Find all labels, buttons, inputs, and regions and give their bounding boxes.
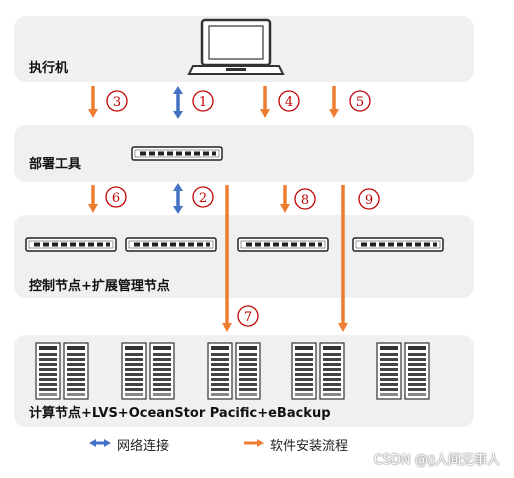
step-2-number: 2 (199, 191, 207, 206)
step-7-marker (237, 305, 259, 327)
deploy-server-icon (131, 146, 223, 161)
compute-tower-icon (208, 343, 260, 399)
step-1-marker (192, 90, 214, 112)
step-6-number: 6 (112, 191, 120, 206)
install-arrow-8 (280, 185, 290, 213)
control-server-icon (352, 237, 444, 252)
control-server-icon (25, 237, 117, 252)
step-9-number: 9 (365, 193, 373, 208)
legend-install-arrow (244, 439, 264, 447)
deploy-layer (14, 125, 474, 182)
install-arrow-7 (222, 185, 232, 332)
compute-tower-icon (122, 343, 174, 399)
compute-tower-icon (292, 343, 344, 399)
legend-network-arrow (89, 439, 111, 447)
control-server-icon (125, 237, 217, 252)
step-8-marker (294, 188, 316, 210)
install-arrow-9 (338, 185, 348, 332)
legend-network-label: 网络连接 (117, 439, 170, 454)
step-9-marker (358, 188, 380, 210)
executor-label: 执行机 (29, 61, 69, 76)
control-layer (14, 215, 474, 298)
step-5-number: 5 (356, 95, 364, 110)
compute-tower-icon (377, 343, 429, 399)
control-server-icon (237, 237, 329, 252)
install-arrow-3 (88, 86, 98, 118)
watermark: CSDN @▯人间无事人 (373, 453, 500, 468)
step-4-marker (278, 90, 300, 112)
install-arrow-4 (260, 86, 270, 118)
deploy-label: 部署工具 (29, 157, 82, 172)
install-arrow-6 (88, 185, 98, 213)
step-1-number: 1 (199, 95, 207, 110)
step-8-number: 8 (301, 193, 309, 208)
step-3-marker (106, 90, 128, 112)
step-2-marker (192, 186, 214, 208)
legend-install-label: 软件安装流程 (270, 439, 349, 454)
compute-tower-icon (36, 343, 88, 399)
network-arrow-2 (173, 183, 183, 214)
control-label: 控制节点+扩展管理节点 (29, 279, 170, 294)
laptop-icon (187, 18, 285, 75)
step-6-marker (105, 186, 127, 208)
step-4-number: 4 (285, 95, 293, 110)
install-arrow-5 (329, 86, 339, 118)
compute-label: 计算节点+LVS+OceanStor Pacific+eBackup (29, 406, 331, 421)
network-arrow-1 (173, 86, 183, 119)
step-7-number: 7 (244, 310, 252, 325)
step-3-number: 3 (113, 95, 121, 110)
step-5-marker (349, 90, 371, 112)
